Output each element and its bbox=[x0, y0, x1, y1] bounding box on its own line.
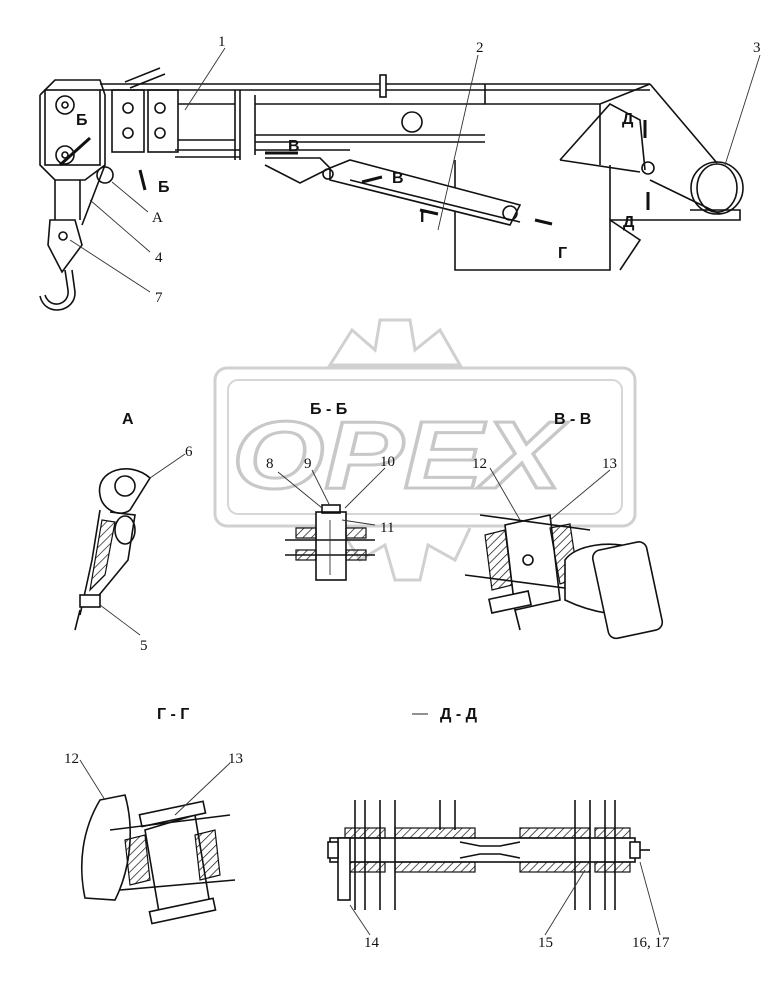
watermark-gear bbox=[327, 318, 463, 367]
view-a: А 6 5 bbox=[74, 411, 193, 654]
section-mark-g-right: Г bbox=[558, 245, 567, 262]
callout-4: 4 bbox=[155, 250, 163, 266]
watermark: OPEX bbox=[213, 318, 637, 582]
callout-7: 7 bbox=[155, 290, 163, 306]
view-b-b: Б - Б 8 9 10 11 bbox=[266, 401, 395, 581]
watermark-frame-inner bbox=[227, 379, 623, 515]
callout-16-17: 16, 17 bbox=[632, 935, 670, 951]
main-callouts: 1 2 3 А 4 7 bbox=[69, 34, 761, 306]
callout-5: 5 bbox=[140, 638, 148, 654]
callout-9: 9 bbox=[304, 456, 312, 472]
callout-15: 15 bbox=[538, 935, 553, 951]
callout-13-vv: 13 bbox=[602, 456, 617, 472]
callout-2: 2 bbox=[476, 40, 484, 56]
label-a-main: А bbox=[152, 210, 163, 226]
callout-13-gg: 13 bbox=[228, 751, 243, 767]
boom-view bbox=[39, 67, 744, 311]
callout-12-vv: 12 bbox=[472, 456, 487, 472]
callout-14: 14 bbox=[364, 935, 380, 951]
view-a-title: А bbox=[122, 411, 134, 428]
watermark-frame-outer bbox=[213, 366, 637, 528]
view-gg-title: Г - Г bbox=[157, 706, 189, 723]
section-mark-d-bot: Д bbox=[623, 214, 635, 231]
section-marks: Б Б В В Г Г Д Д bbox=[58, 111, 650, 262]
section-mark-g-left: Г bbox=[420, 209, 429, 226]
section-mark-v-right: В bbox=[392, 170, 404, 187]
callout-1: 1 bbox=[218, 34, 226, 50]
callout-11: 11 bbox=[380, 520, 394, 536]
view-v-v: В - В 12 13 bbox=[464, 411, 664, 640]
section-mark-v-left: В bbox=[288, 138, 300, 155]
section-mark-d-top: Д bbox=[622, 111, 634, 128]
view-g-g: Г - Г 12 13 bbox=[64, 706, 243, 925]
callout-3: 3 bbox=[753, 40, 761, 56]
section-mark-b-bot: Б bbox=[158, 179, 170, 196]
view-dd-title: Д - Д bbox=[440, 706, 478, 723]
view-d-d: Д - Д 14 15 16, 17 bbox=[327, 706, 670, 951]
view-bb-title: Б - Б bbox=[310, 401, 347, 418]
watermark-text: OPEX bbox=[232, 402, 568, 509]
callout-6: 6 bbox=[185, 444, 193, 460]
section-mark-b-top: Б bbox=[76, 112, 88, 129]
callout-8: 8 bbox=[266, 456, 274, 472]
callout-10: 10 bbox=[380, 454, 395, 470]
view-vv-title: В - В bbox=[554, 411, 591, 428]
callout-12-gg: 12 bbox=[64, 751, 79, 767]
